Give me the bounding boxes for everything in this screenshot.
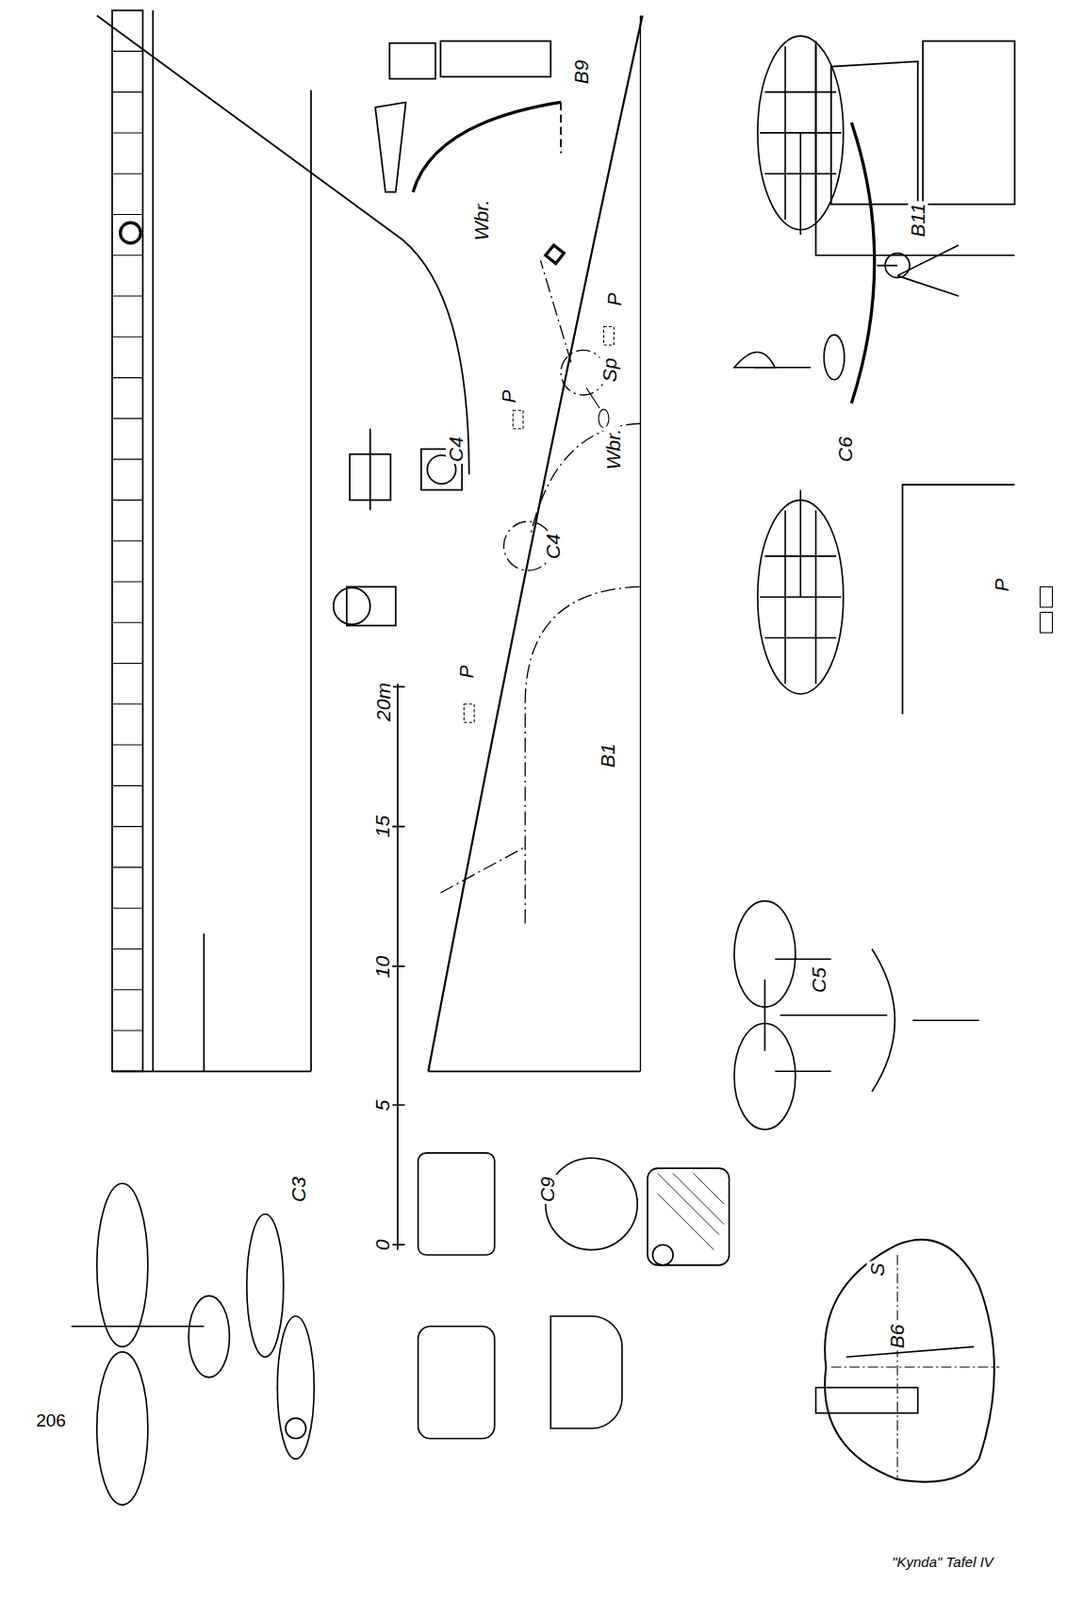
plan-label: 5 bbox=[373, 1097, 394, 1113]
plan-label: P bbox=[990, 575, 1011, 593]
plan-label: Wbr. bbox=[472, 196, 493, 243]
plan-label: B11 bbox=[908, 200, 929, 239]
plan-label: B6 bbox=[887, 1321, 908, 1350]
plan-label: C4 bbox=[541, 531, 562, 561]
plan-label: C5 bbox=[807, 965, 828, 995]
plan-label: C3 bbox=[287, 1174, 308, 1204]
plan-label: 206 bbox=[33, 1411, 68, 1429]
plan-label: C4 bbox=[444, 434, 465, 464]
plan-label: 0 bbox=[373, 1236, 394, 1252]
plan-label: C9 bbox=[536, 1174, 557, 1204]
plan-label: P bbox=[455, 662, 476, 680]
plan-label: P bbox=[603, 290, 624, 308]
plan-label: 20m bbox=[372, 680, 393, 723]
plan-label: P bbox=[497, 387, 518, 405]
plan-label: B1 bbox=[598, 740, 619, 770]
plan-label: 15 bbox=[372, 812, 393, 838]
plan-label: Wbr. bbox=[604, 426, 624, 472]
plate-caption: "Kynda" Tafel IV bbox=[889, 1554, 996, 1569]
plan-label: 10 bbox=[372, 952, 393, 979]
plan-label: B9 bbox=[572, 57, 592, 86]
plan-label: C6 bbox=[834, 434, 854, 464]
plan-label: Sp bbox=[600, 355, 621, 384]
plan-label: S bbox=[866, 1260, 887, 1278]
